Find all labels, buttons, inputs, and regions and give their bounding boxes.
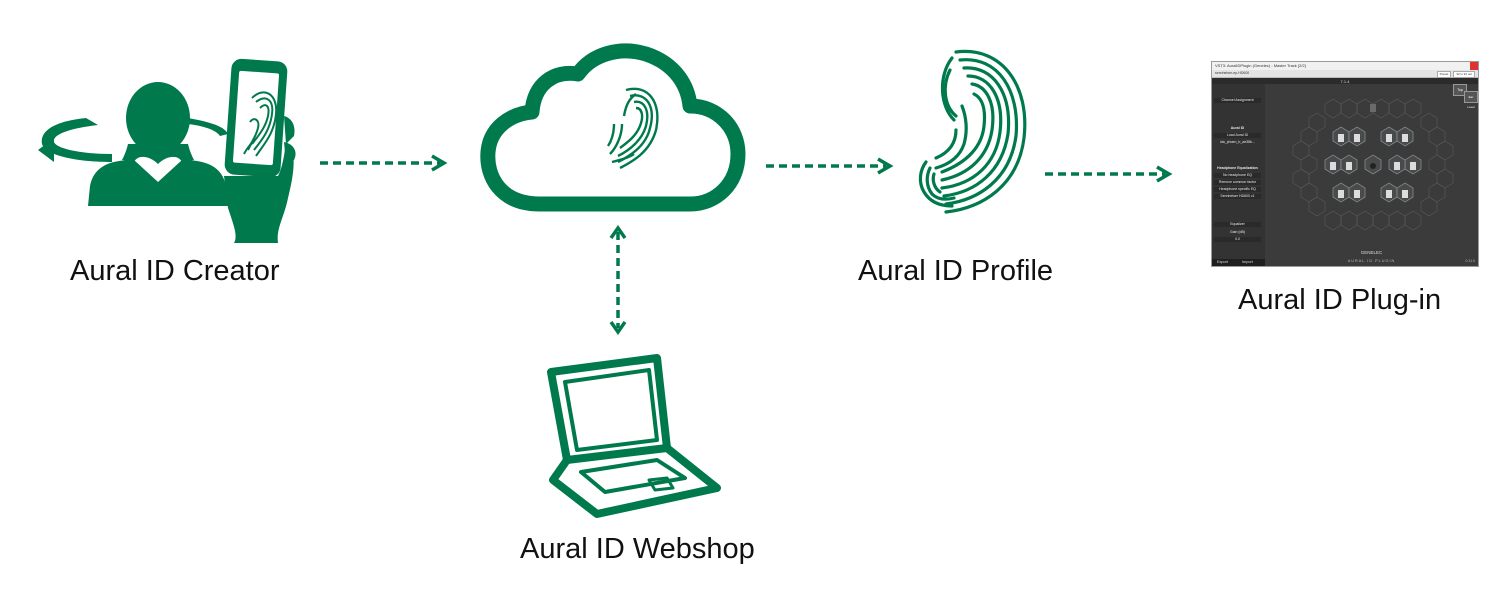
plugin-sidebar: Channel Assignment Aural ID Load Aural I… [1212, 84, 1265, 266]
aural-id-creator-label: Aural ID Creator [70, 255, 280, 287]
gain-input[interactable]: 0.0 [1214, 237, 1261, 242]
ear-fingerprint-icon [243, 91, 278, 157]
rotation-arrow-icon [38, 118, 228, 162]
remove-common-factor-button[interactable]: Remove common factor [1214, 180, 1261, 185]
channel-format-header[interactable]: 7.1.4 [1212, 78, 1478, 85]
laptop-icon [547, 354, 721, 518]
toolbar-path: sennheiser-ep-HD600 [1215, 71, 1250, 75]
arrow-creator-to-cloud [320, 154, 450, 175]
plugin-window-title-text: VST3: AuralIDPlugin (Genelec) - Master T… [1215, 63, 1306, 68]
plugin-brand: GENELEC [1360, 250, 1383, 255]
headphone-model-select[interactable]: Sennheiser HD600 v1 [1214, 194, 1261, 199]
plugin-product-name: AURAL ID PLUGIN [1347, 259, 1396, 263]
top-view-button[interactable]: Top [1453, 84, 1467, 96]
hand-holding-phone-icon [224, 58, 296, 243]
plugin-toolbar: sennheiser-ep-HD600 Preset 32 in 32 out [1212, 70, 1478, 78]
arrow-cloud-to-profile [766, 157, 896, 178]
import-button[interactable]: Import [1242, 260, 1253, 264]
arrow-profile-to-plugin [1045, 165, 1175, 186]
speaker-layout-area: Top Ear Level GENELEC AURAL ID PLUGIN 0.… [1265, 84, 1478, 266]
user-icon [88, 82, 228, 206]
aural-id-profile-label: Aural ID Profile [858, 255, 1054, 287]
aural-id-plugin-window: VST3: AuralIDPlugin (Genelec) - Master T… [1211, 61, 1479, 267]
plugin-footer: Export Import [1212, 259, 1265, 266]
ear-fingerprint-icon [918, 49, 1027, 214]
export-button[interactable]: Export [1217, 260, 1228, 264]
plugin-version: 0.11.0 [1465, 259, 1475, 263]
channel-format-value: 7.1.4 [1340, 79, 1350, 84]
gain-label: Gain (dB) [1230, 230, 1245, 234]
no-headphone-eq-button[interactable]: No headphone EQ [1214, 173, 1261, 178]
headphone-specific-eq-button[interactable]: Headphone specific EQ [1214, 187, 1261, 192]
cloud-icon [480, 43, 746, 212]
aural-id-creator-node [38, 58, 300, 243]
close-icon[interactable] [1470, 62, 1478, 70]
preset-button[interactable]: Preset [1436, 71, 1452, 78]
cloud-node [480, 43, 746, 214]
load-aural-id-button[interactable]: Load Aural ID [1214, 133, 1261, 138]
aural-id-heading: Aural ID [1230, 126, 1245, 130]
plugin-window-title: VST3: AuralIDPlugin (Genelec) - Master T… [1212, 62, 1478, 70]
aural-id-plugin-label: Aural ID Plug-in [1238, 284, 1442, 316]
headphone-eq-heading: Headphone Equalization [1217, 166, 1258, 170]
aural-id-webshop-label: Aural ID Webshop [520, 533, 755, 565]
speaker-hex-grid [1292, 98, 1454, 231]
webshop-node [545, 352, 725, 520]
ear-fingerprint-icon [606, 87, 659, 170]
aural-id-profile-node [912, 46, 1034, 216]
io-format-button[interactable]: 32 in 32 out [1453, 71, 1475, 78]
aural-id-file-name: ida_phoen_b_ae38b... [1220, 140, 1255, 144]
channel-assignment-button[interactable]: Channel Assignment [1214, 98, 1261, 103]
arrow-cloud-webshop [608, 224, 628, 336]
ear-level-view-button[interactable]: Ear Level [1464, 91, 1478, 109]
equalizer-button[interactable]: Equalizer [1214, 222, 1261, 227]
